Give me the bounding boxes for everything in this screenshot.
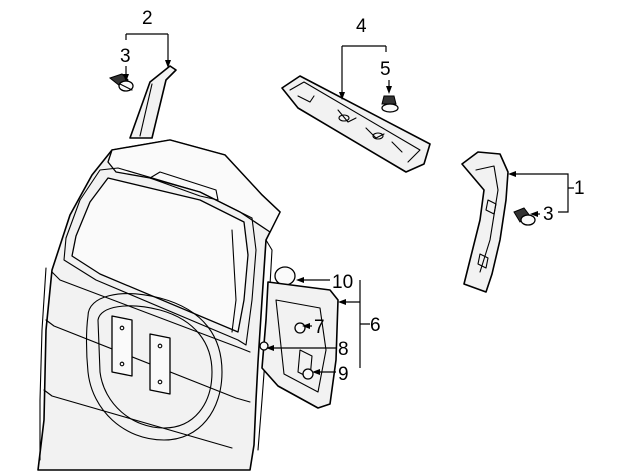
callout-6: 6	[370, 315, 381, 336]
retainer-part	[381, 95, 399, 113]
liftgate	[37, 139, 281, 471]
lower-trim-panel-part	[261, 281, 339, 409]
callout-4: 4	[356, 16, 367, 37]
pillar-trim-part	[129, 65, 177, 139]
callout-10: 10	[332, 272, 353, 293]
callout-3-left: 3	[120, 46, 131, 67]
callout-9: 9	[338, 364, 349, 385]
fastener-part-8	[259, 341, 269, 351]
callout-8: 8	[338, 339, 349, 360]
clip-part-left	[108, 73, 134, 92]
upper-trim-molding-part	[281, 75, 431, 173]
callout-3-right: 3	[543, 204, 554, 225]
callout-5: 5	[380, 59, 391, 80]
clip-part-right	[513, 207, 536, 226]
fastener-part-9	[302, 368, 314, 380]
callout-1: 1	[574, 178, 585, 199]
side-trim-panel-part	[461, 151, 509, 293]
plug-part	[274, 266, 296, 286]
leader-lines	[123, 33, 574, 375]
callout-7: 7	[314, 317, 325, 338]
fastener-part-7	[294, 322, 306, 334]
callout-2: 2	[142, 8, 153, 29]
